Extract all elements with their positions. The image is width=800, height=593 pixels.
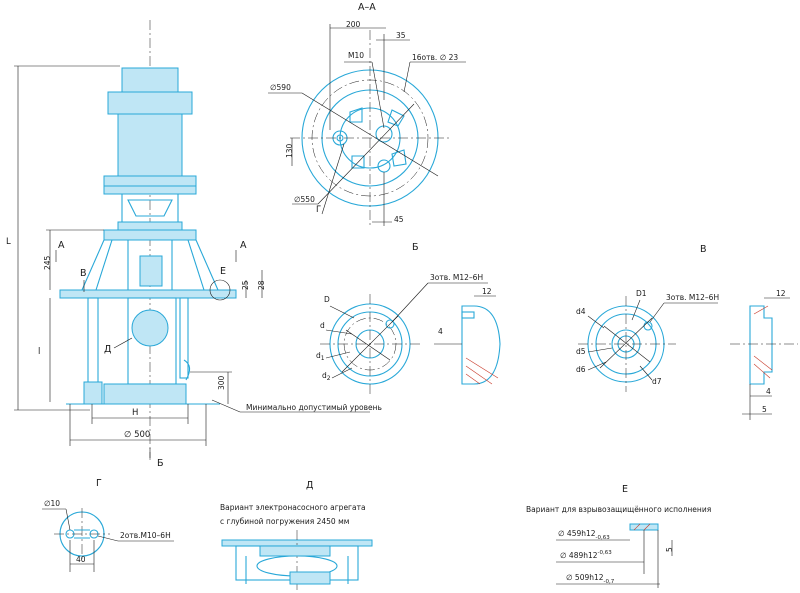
view-d: Д Вариант электронасосного агрегата с гл… [220,480,373,590]
v-dim-4: 4 [766,387,771,396]
main-view: L 245 l А А В Е 25 28 Д [6,20,382,469]
aa-title: А–А [358,2,376,13]
g-holes-note: 2отв.М10–6Н [120,531,171,540]
aa-dim-d590: ∅590 [270,83,291,92]
aa-dim-M10: М10 [348,51,364,60]
dim-28-label: 28 [257,280,266,290]
v-profile [749,305,773,385]
d-caption-line2: с глубиной погружения 2450 мм [220,517,349,526]
b-thread-note: 3отв. М12–6Н [430,273,483,282]
aa-dim-holes: 16отв. ∅ 23 [412,53,458,62]
dim-l-label: l [38,347,40,357]
d-title: Д [306,480,313,491]
dim-25-label: 25 [241,280,250,290]
aa-label-G: Г [316,205,321,215]
e-ring [629,523,659,531]
min-level-note: Минимально допустимый уровень [246,403,382,412]
coupling-lantern [117,194,183,231]
motor-top [107,91,193,115]
discharge-pipe [87,297,99,385]
v-label-d7: d7 [652,377,662,386]
b-label-d1: d1 [316,351,325,362]
e-dim-5: 5 [665,547,674,552]
v-thread-note: 3отв. М12–6Н [666,293,719,302]
e-dim-509: ∅ 509h12-0,7 [566,573,615,585]
aa-dim-200: 200 [346,20,361,29]
b-label-d2: d2 [322,371,331,382]
b-profile [461,305,501,385]
motor-cap [121,67,179,93]
motor-body [117,113,183,177]
base-plate [59,289,237,299]
impeller-housing [131,309,169,347]
support-frame [81,229,219,291]
g-dim-40: 40 [76,555,86,564]
dim-L-label: L [6,237,11,247]
aa-dim-d550: ∅550 [294,195,315,204]
view-E-label: Е [220,266,226,277]
section-A-left: А [58,240,65,251]
b-dim-4: 4 [438,327,443,336]
v-label-D1: D1 [636,289,647,298]
aa-dim-35: 35 [396,31,406,40]
pump-casing [103,383,187,405]
pump-column [66,297,220,405]
e-dim-489: ∅ 489h12-0,63 [560,550,612,560]
section-a-a-view: А–А 200 35 М10 16отв. ∅ 23 ∅590 130 [268,2,466,226]
view-e: Е Вариант для взрывозащищённого исполнен… [526,484,711,588]
e-dim-459: ∅ 459h12-0,63 [558,529,610,541]
v-label-d6: d6 [576,365,586,374]
view-D-label: Д [104,344,111,355]
v-dim-5: 5 [762,405,767,414]
dim-300-label: 300 [217,375,226,390]
section-A-right: А [240,240,247,251]
v-label-d5: d5 [576,347,586,356]
view-g: Г ∅10 2отв.М10–6Н 40 [42,478,174,572]
main-dimensions: L 245 l А А В Е 25 28 Д [6,65,382,469]
view-b: Б 3отв. М12–6Н D d d1 d2 12 4 [316,242,501,394]
dim-H-label: H [132,408,138,418]
v-dim-12: 12 [776,289,786,298]
v-title: В [700,244,707,255]
aa-dim-45: 45 [394,215,404,224]
aa-dim-130: 130 [285,143,294,158]
e-title: Е [622,484,628,495]
v-label-d4: d4 [576,307,586,316]
dim-d500-label: ∅ 500 [124,430,150,440]
g-title: Г [96,478,102,489]
motor-flange [103,175,197,195]
view-B-bottom-label: Б [157,458,164,469]
b-dim-12: 12 [482,287,492,296]
motor [103,67,197,195]
b-label-D: D [324,295,330,304]
b-title: Б [412,242,419,253]
e-caption: Вариант для взрывозащищённого исполнения [526,505,711,514]
view-B-label: В [80,268,87,279]
dim-245-label: 245 [43,255,52,270]
view-v: В D1 3отв. М12–6Н d4 d5 d6 d7 12 4 5 [576,244,798,420]
b-label-d: d [320,321,325,330]
g-dim-d10: ∅10 [44,499,60,508]
d-caption-line1: Вариант электронасосного агрегата [220,503,366,512]
